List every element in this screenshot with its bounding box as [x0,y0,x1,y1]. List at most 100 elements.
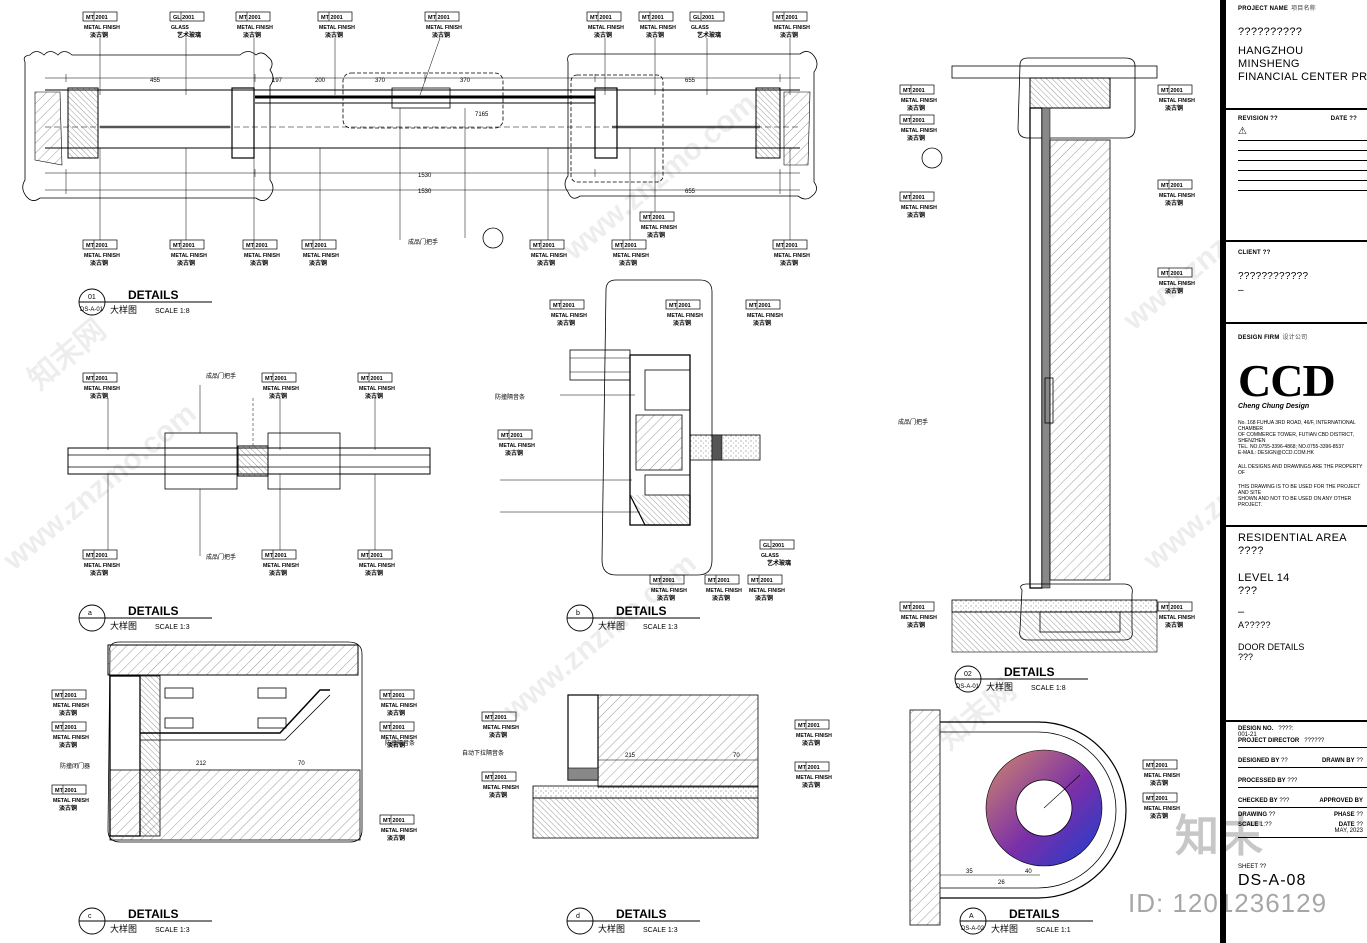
material-tag-c-4-text: METAL FINISH [381,735,417,741]
material-tag-02-6-text: METAL FINISH [901,615,937,621]
material-tag-02-2-text: MT 2001 [903,195,925,201]
material-tag-01-top-6-text: 淡古铜 [646,31,664,39]
material-tag-02-1-text: 淡古铜 [907,134,925,142]
material-tag-b-2-text: 淡古铜 [753,319,771,327]
tb-client-value: ???????????? [1238,271,1309,282]
material-tag-01-bottom-5-text: MT 2001 [615,243,637,249]
note-seal-c: 防撞隔音条 [385,739,415,747]
material-tag-01-bottom-6-text: MT 2001 [643,215,665,221]
dim-40: 40 [1025,869,1032,875]
material-tag-d-0-text: MT 2001 [485,715,507,721]
material-tag-a-0-text: 淡古铜 [90,392,108,400]
material-tag-02-3-text: 淡古铜 [1165,104,1183,112]
dim-200: 200 [315,78,326,84]
material-tag-a-1-text: MT 2001 [265,376,287,382]
detail-title-A-text: DS-A-02 [961,926,985,932]
material-tag-b-4-text: GL 2001 [763,543,784,549]
material-tag-d-3-text: METAL FINISH [796,775,832,781]
material-tag-c-3-text: MT 2001 [383,693,405,699]
material-tag-b-5-text: 淡古铜 [657,594,675,602]
material-tag-01-top-0-text: METAL FINISH [84,25,120,31]
material-tag-01-top-5-text: METAL FINISH [588,25,624,31]
material-tag-d-1-text: MT 2001 [485,775,507,781]
detail-title-d-text: DETAILS [616,907,666,921]
material-tag-01-top-5-text: MT 2001 [590,15,612,21]
material-tag-01-top-3-text: MT 2001 [321,15,343,21]
material-tag-b-6-text: 淡古铜 [712,594,730,602]
material-tag-01-top-2-text: 淡古铜 [243,31,261,39]
dim-7165: 7165 [475,112,489,118]
material-tag-b-0-text: METAL FINISH [551,313,587,319]
dim-1530-b: 1530 [418,189,432,195]
material-tag-01-top-3-text: 淡古铜 [325,31,343,39]
material-tag-01-top-4-text: METAL FINISH [426,25,462,31]
note-handle-01: 成品门把手 [408,238,438,246]
corner-watermark-id: ID: 1201236129 [1128,888,1328,918]
material-tag-01-bottom-1-text: 淡古铜 [177,259,195,267]
note-door-stop-c: 防撞闭门器 [60,762,90,770]
material-tag-c-4-text: MT 2001 [383,725,405,731]
warning-icon: ⚠ [1238,126,1247,137]
material-tag-a-4-text: 淡古铜 [269,569,287,577]
material-tag-02-2-text: 淡古铜 [907,211,925,219]
material-tag-01-top-2-text: MT 2001 [239,15,261,21]
material-tag-01-bottom-2-text: 淡古铜 [250,259,268,267]
material-tag-d-3-text: 淡古铜 [802,781,820,789]
material-tag-02-7-text: METAL FINISH [1159,615,1195,621]
material-tag-b-5-text: MT 2001 [653,578,675,584]
material-tag-a-2-text: METAL FINISH [359,386,395,392]
material-tag-A-0-text: METAL FINISH [1144,773,1180,779]
material-tag-a-5-text: MT 2001 [361,553,383,559]
material-tag-01-top-8-text: 淡古铜 [780,31,798,39]
detail-title-01-text: 大样图 [110,304,137,315]
detail-title-d-text: d [576,913,580,920]
note-handle-02: 成品门把手 [898,418,928,426]
material-tag-b-1-text: METAL FINISH [667,313,703,319]
detail-title-b-text: DETAILS [616,604,666,618]
detail-c-section [107,641,363,843]
dim-370-right: 370 [460,78,471,84]
note-handle-a-bottom: 成品门把手 [206,553,236,561]
material-tag-01-bottom-4-text: 淡古铜 [537,259,555,267]
material-tag-c-1-text: MT 2001 [55,725,77,731]
material-tag-01-bottom-3-text: METAL FINISH [303,253,339,259]
detail-title-02-text: DS-A-01 [956,684,980,690]
material-tag-b-2-text: METAL FINISH [747,313,783,319]
material-tag-01-bottom-5-text: METAL FINISH [613,253,649,259]
material-tag-d-0-text: 淡古铜 [489,731,507,739]
material-tag-a-2-text: 淡古铜 [365,392,383,400]
detail-title-01-text: DETAILS [128,288,178,302]
material-tag-01-top-7-text: GL 2001 [693,15,714,21]
material-tag-a-5-text: 淡古铜 [365,569,383,577]
material-tag-01-top-8-text: METAL FINISH [774,25,810,31]
material-tag-c-0-text: METAL FINISH [53,703,89,709]
detail-title-d-text: SCALE 1:3 [643,927,678,934]
